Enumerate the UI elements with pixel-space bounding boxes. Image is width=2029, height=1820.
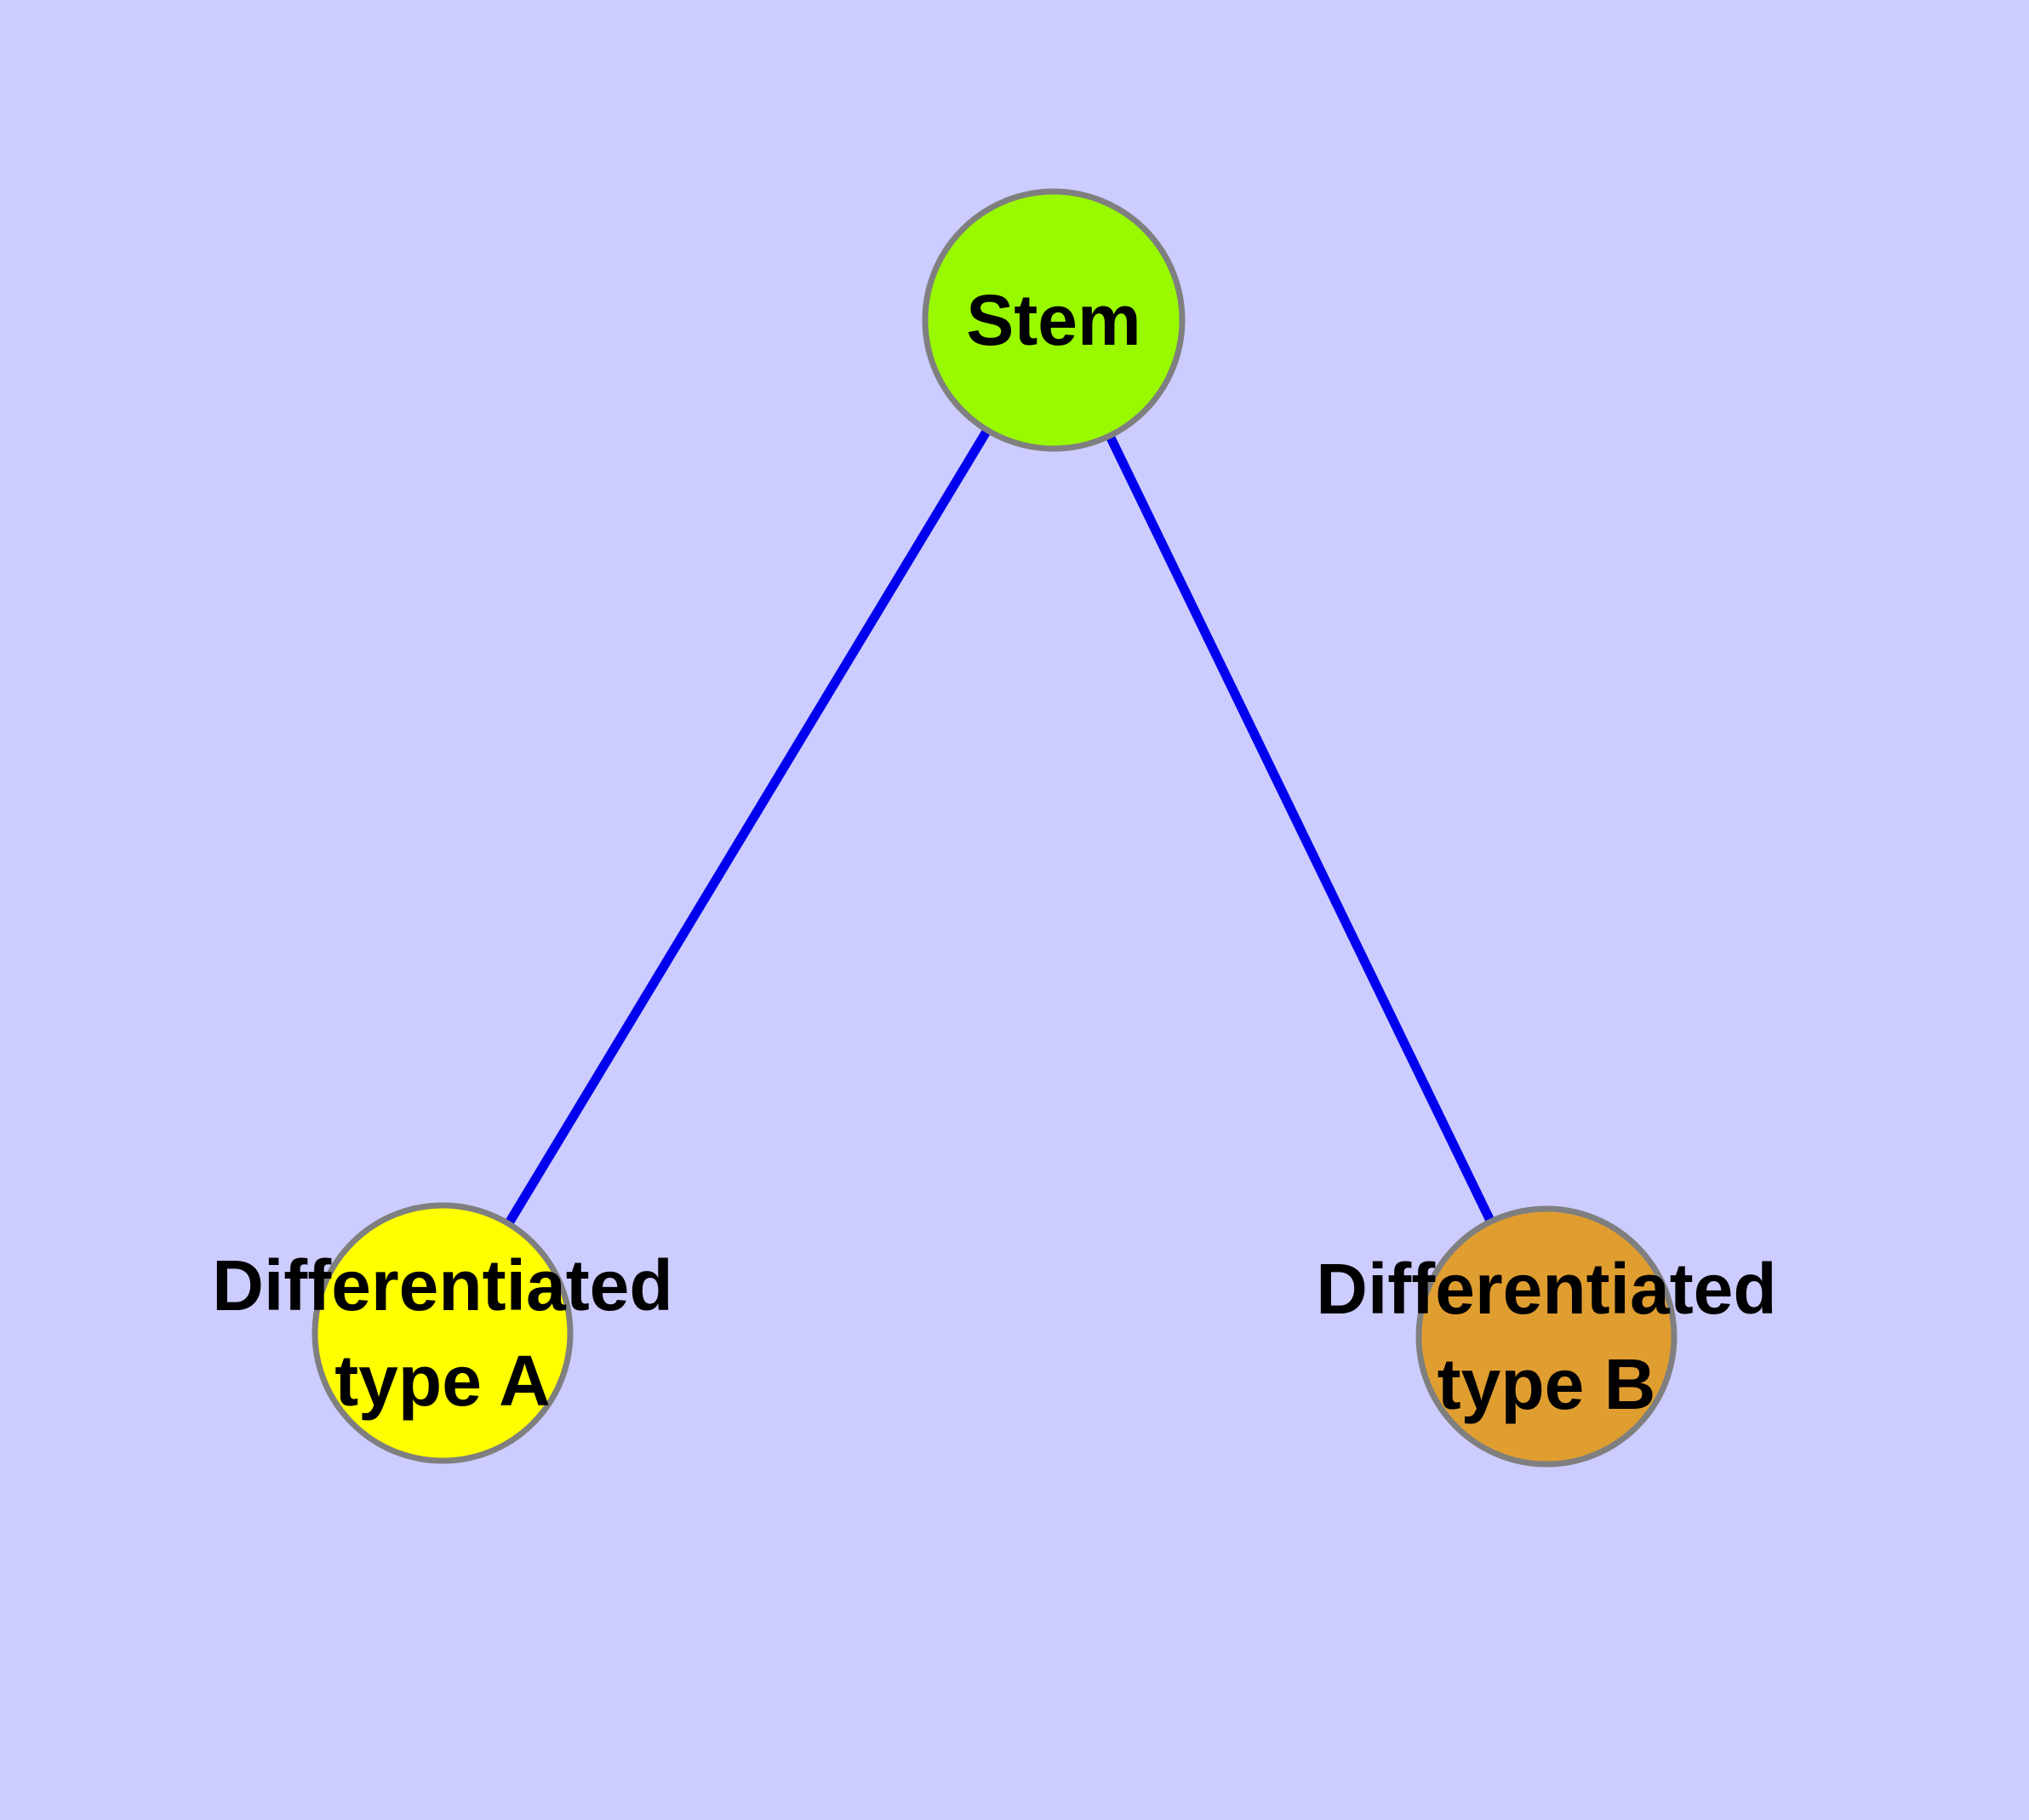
node-label-differentiated-type-a-line-1: Differentiated (212, 1245, 672, 1325)
node-differentiated-type-a (311, 1202, 574, 1464)
node-differentiated-type-b (1415, 1205, 1677, 1468)
node-stem (922, 188, 1186, 452)
node-label-stem: Stem (966, 280, 1140, 360)
node-label-differentiated-type-a-line-2: type A (334, 1341, 551, 1421)
edge-stem-to-differentiated-type-b (1049, 318, 1551, 1339)
node-label-differentiated-type-b-line-1: Differentiated (1316, 1249, 1776, 1329)
edge-stem-to-differentiated-type-a (438, 318, 1058, 1336)
node-label-differentiated-type-b-line-2: type B (1437, 1344, 1656, 1424)
